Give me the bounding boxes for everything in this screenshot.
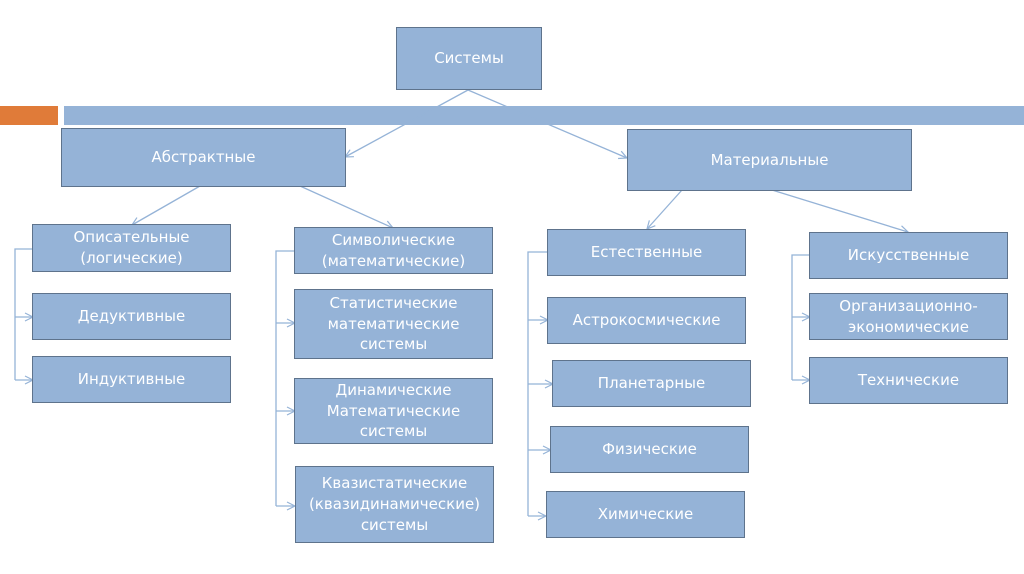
node-descriptive: Описательные (логические) xyxy=(32,224,231,272)
node-systems: Системы xyxy=(396,27,542,90)
node-label: Описательные (логические) xyxy=(73,228,190,267)
node-label: Физические xyxy=(602,440,697,459)
node-natural: Естественные xyxy=(547,229,746,276)
connector-material-artificial xyxy=(771,189,908,232)
node-label: Искусственные xyxy=(847,246,970,265)
node-astrocosmic: Астрокосмические xyxy=(547,297,746,344)
connector-abstract-symbolic xyxy=(299,185,393,228)
accent-bar-blue xyxy=(64,106,1024,125)
connector-material-natural xyxy=(647,189,683,229)
node-label: Динамические Математические системы xyxy=(326,380,461,441)
connector-root-abstract xyxy=(345,89,469,157)
bracket-artificial xyxy=(791,254,810,380)
node-label: Дедуктивные xyxy=(77,307,186,326)
node-label: Индуктивные xyxy=(77,370,186,389)
node-quasistatic: Квазистатические (квазидинамические) сис… xyxy=(295,466,494,543)
node-label: Планетарные xyxy=(597,374,706,393)
node-abstract: Абстрактные xyxy=(61,128,346,187)
node-statistical: Статистические математические системы xyxy=(294,289,493,359)
node-dynamic: Динамические Математические системы xyxy=(294,378,493,444)
node-planetary: Планетарные xyxy=(552,360,751,407)
node-technical: Технические xyxy=(809,357,1008,404)
bracket-symbolic xyxy=(275,250,295,506)
node-artificial: Искусственные xyxy=(809,232,1008,279)
node-label: Химические xyxy=(597,505,694,524)
bracket-descriptive xyxy=(14,248,33,380)
node-label: Системы xyxy=(434,49,504,68)
node-label: Материальные xyxy=(710,150,829,169)
node-chemical: Химические xyxy=(546,491,745,538)
node-label: Квазистатические (квазидинамические) сис… xyxy=(308,474,481,534)
node-label: Естественные xyxy=(590,243,703,262)
node-label: Организационно- экономические xyxy=(839,296,978,336)
node-label: Статистические математические системы xyxy=(327,293,460,354)
accent-bar-orange xyxy=(0,106,58,125)
node-label: Технические xyxy=(857,371,960,390)
node-label: Абстрактные xyxy=(151,148,256,167)
node-label: Символические (математические) xyxy=(321,230,466,270)
node-symbolic: Символические (математические) xyxy=(294,227,493,274)
bracket-natural xyxy=(527,251,548,516)
node-label: Астрокосмические xyxy=(572,311,721,330)
node-organizational-economic: Организационно- экономические xyxy=(809,293,1008,340)
node-inductive: Индуктивные xyxy=(32,356,231,403)
connector-abstract-descriptive xyxy=(132,185,201,225)
node-physical: Физические xyxy=(550,426,749,473)
connector-root-material xyxy=(467,89,627,158)
node-material: Материальные xyxy=(627,129,912,191)
node-deductive: Дедуктивные xyxy=(32,293,231,340)
